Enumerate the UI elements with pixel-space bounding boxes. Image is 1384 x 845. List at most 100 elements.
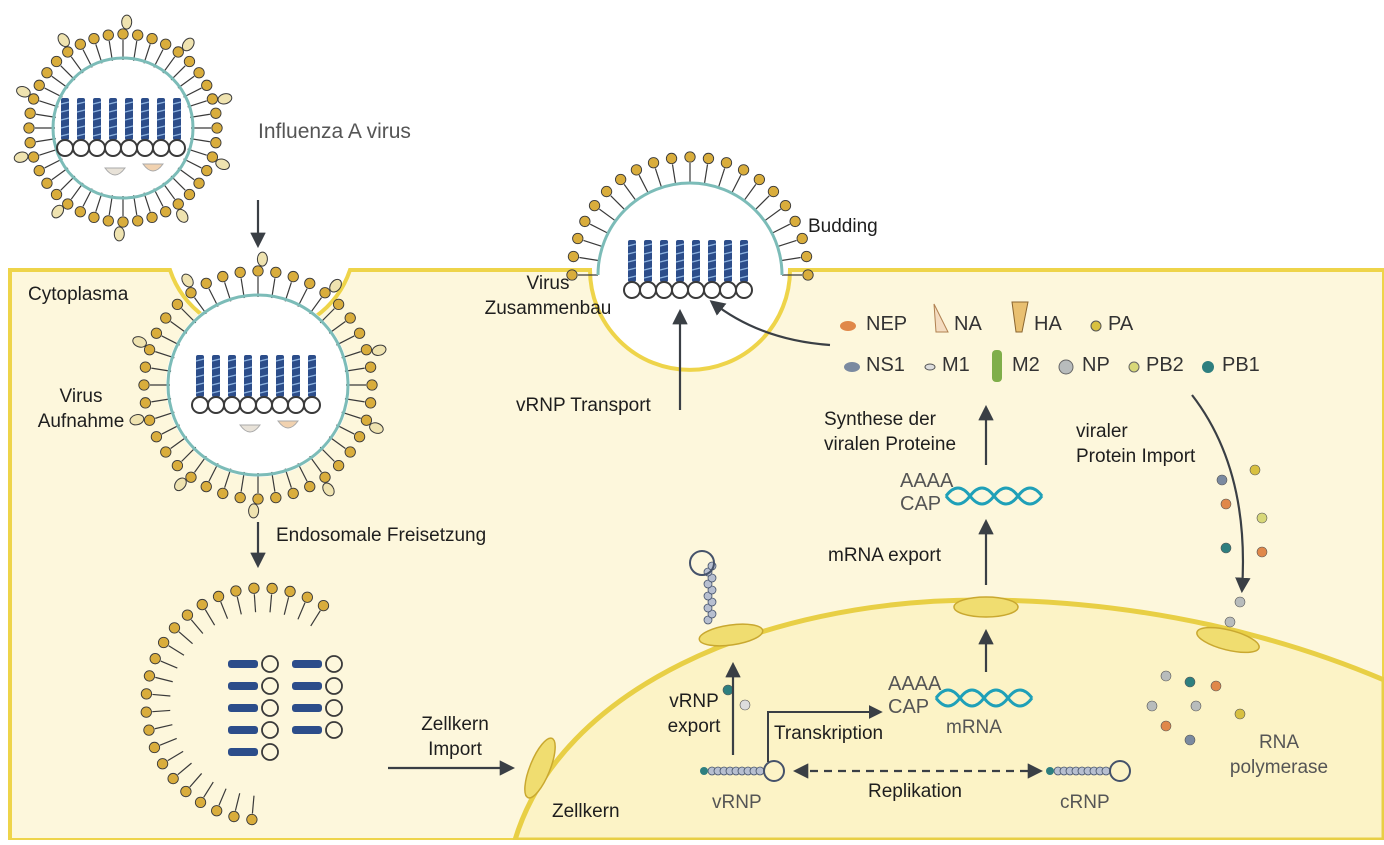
label-vrnp-export-line1: vRNP <box>669 691 719 712</box>
lipid-head <box>24 137 36 149</box>
rnp-stripe <box>675 251 685 255</box>
label-aaaa-top: AAAA <box>900 470 954 492</box>
rnp-loop <box>325 699 343 717</box>
lipid-head <box>132 29 144 41</box>
lipid-head <box>27 93 40 105</box>
lipid-head <box>270 266 282 279</box>
rnp-stripe <box>227 390 237 394</box>
rnp-stripe <box>60 125 70 129</box>
rnp-stripe <box>60 117 70 121</box>
lipid-head <box>157 636 170 649</box>
viral-protein-particle <box>1220 498 1232 510</box>
lipid-head <box>802 269 814 281</box>
rnp-stripe <box>739 251 749 255</box>
rnp-stripe <box>627 251 637 255</box>
mrna-strand <box>944 486 1044 506</box>
rnp-stripe <box>195 374 205 378</box>
lipid-tail <box>168 645 185 656</box>
rnp-stripe <box>140 101 150 105</box>
rnp-loop <box>735 281 753 299</box>
rnp-loop <box>1109 760 1131 782</box>
rnp-stripe <box>211 390 221 394</box>
matrix-layer <box>596 181 784 276</box>
lipid-tail <box>717 168 726 188</box>
rnp-stripe <box>211 366 221 370</box>
lipid-head <box>211 805 223 817</box>
lipid-head <box>567 250 580 263</box>
lipid-tail <box>780 256 801 262</box>
rnp-stripe <box>227 382 237 386</box>
glycoprotein-spike <box>181 273 194 288</box>
rnp-stripe <box>195 390 205 394</box>
lipid-head <box>181 609 194 621</box>
lipid-tail <box>764 208 781 222</box>
legend-label-m1: M1 <box>942 354 970 376</box>
rnp-stripe <box>227 358 237 362</box>
budding-virion <box>566 151 814 299</box>
label-vrnp: vRNP <box>712 792 762 813</box>
np-bead <box>703 579 713 589</box>
released-rnp <box>292 726 322 734</box>
lipid-head <box>779 199 792 212</box>
np-bead <box>703 615 713 625</box>
rnp-loop <box>261 743 279 761</box>
rnp-stripe <box>156 109 166 113</box>
lipid-tail <box>236 596 242 615</box>
viral-protein-particle <box>1249 464 1261 476</box>
lipid-head <box>102 29 114 41</box>
rnp-loop <box>325 655 343 673</box>
rnp-stripe <box>172 133 182 137</box>
rnp-stripe <box>108 125 118 129</box>
rnp-loop <box>687 281 705 299</box>
lipid-head <box>217 270 229 283</box>
legend-label-m2: M2 <box>1012 354 1040 376</box>
rnp-stripe <box>291 374 301 378</box>
rnp-stripe <box>124 109 134 113</box>
lipid-head <box>600 185 613 198</box>
glycoprotein-spike <box>256 251 268 267</box>
lipid-tail <box>177 762 192 776</box>
lipid-tail <box>583 239 603 248</box>
glycoprotein-spike <box>174 477 187 492</box>
rnp-stripe <box>92 133 102 137</box>
viral-protein-particle <box>1224 616 1236 628</box>
polymerase-blob <box>239 424 261 433</box>
rnp-loop <box>303 396 321 414</box>
rnp-stripe <box>227 374 237 378</box>
rnp-stripe <box>76 125 86 129</box>
rnp-stripe <box>275 366 285 370</box>
rnp-stripe <box>675 243 685 247</box>
arrow-transcription <box>767 705 883 762</box>
ns1-icon <box>844 362 860 372</box>
lipid-head <box>143 724 155 736</box>
lipid-tail <box>220 601 229 619</box>
legend-label-pb2: PB2 <box>1146 354 1184 376</box>
lipid-tail <box>731 174 742 194</box>
lipid-tail <box>589 223 609 234</box>
lipid-head <box>185 471 197 483</box>
viral-protein-particle <box>1160 670 1172 682</box>
np-bead <box>707 585 717 595</box>
lipid-head <box>172 198 184 210</box>
lipid-head <box>183 55 196 68</box>
rnp-stripe <box>291 366 301 370</box>
lipid-tail <box>269 594 273 613</box>
rnp-stripe <box>243 390 253 394</box>
rnp-stripe <box>211 374 221 378</box>
rnp-stripe <box>124 117 134 121</box>
np-bead <box>703 591 713 601</box>
lipid-head <box>138 379 150 391</box>
glycoprotein-spike <box>329 278 342 293</box>
lipid-head <box>148 741 161 754</box>
rnp-stripe <box>92 109 102 113</box>
rnp-stripe <box>275 358 285 362</box>
nep-icon <box>840 321 856 331</box>
rnp-stripe <box>76 101 86 105</box>
lipid-head <box>168 622 181 634</box>
released-rnp <box>228 660 258 668</box>
lipid-head <box>201 79 213 91</box>
rnp-stripe <box>739 243 749 247</box>
lipid-head <box>360 414 373 426</box>
lipid-head <box>270 491 282 504</box>
lipid-head <box>150 327 163 339</box>
